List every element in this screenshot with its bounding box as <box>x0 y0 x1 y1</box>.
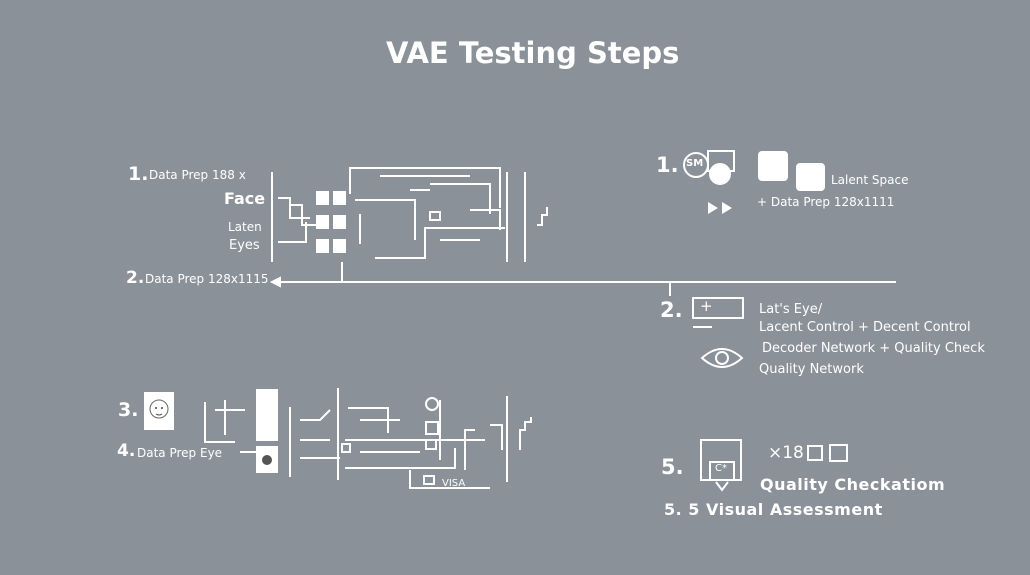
face-icon-grid <box>316 190 352 257</box>
right-step2-line: Lat's Eye/ <box>759 302 823 317</box>
sm-icon: SM <box>686 158 704 169</box>
right-step1-sub: + Data Prep 128x1111 <box>757 195 895 209</box>
face-portrait-icon <box>144 392 174 430</box>
latent-space-label: Lalent Space <box>831 173 909 187</box>
face-icon <box>316 239 329 253</box>
right-step1-number: 1. <box>656 153 679 177</box>
visual-assessment-label: 5. 5 Visual Assessment <box>664 500 883 519</box>
right-step2-number: 2. <box>660 298 683 322</box>
right-step5-number: 5. <box>661 455 684 479</box>
quality-checkation-label: Quality Checkatiom <box>760 475 946 494</box>
monitor-icon-text: C* <box>715 463 727 474</box>
right-step2-line: Lacent Control + Decent Control <box>759 320 971 335</box>
left-step1-number: 1. <box>128 163 149 185</box>
page-title: VAE Testing Steps <box>386 36 680 70</box>
left-step2-label: Data Prep 128x1115 <box>145 272 269 286</box>
right-step2-line: Quality Network <box>759 362 864 377</box>
face-icon <box>333 191 346 205</box>
left-step4-number: 4. <box>117 441 136 461</box>
face-icon <box>316 191 329 205</box>
left-step4-label: Data Prep <box>137 446 197 460</box>
eyes-label: Eyes <box>229 238 260 253</box>
laten-label: Laten <box>228 220 262 234</box>
right-step2-line: Decoder Network + Quality Check <box>762 341 985 356</box>
left-step1-label: Data Prep 188 x <box>149 168 246 182</box>
left-step3-number: 3. <box>118 399 139 421</box>
face-icon <box>333 215 346 229</box>
plus-icon: + <box>700 297 713 315</box>
face-icon <box>333 239 346 253</box>
left-step2-number: 2. <box>126 268 145 288</box>
face-icon <box>316 215 329 229</box>
face-label: Face <box>224 189 266 208</box>
count-label: ×18 <box>768 443 804 463</box>
visa-label: VISA <box>442 478 466 489</box>
left-step4-label-eye: Eye <box>200 446 223 460</box>
